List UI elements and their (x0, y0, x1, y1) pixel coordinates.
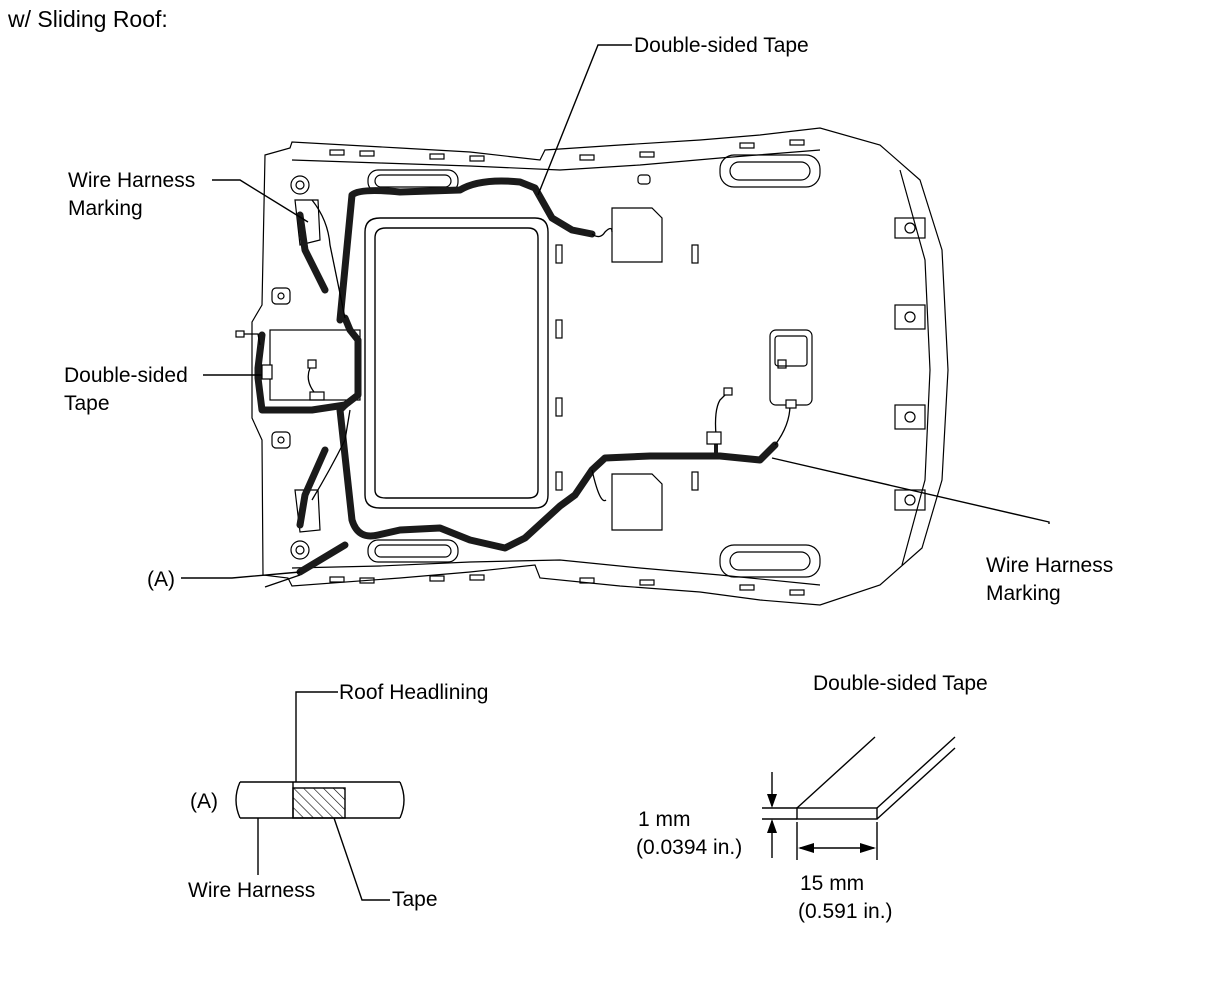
tape-spec-drawing (762, 736, 956, 860)
wire-harness (254, 177, 779, 576)
callout-wire-harness-marking-left: Wire Harness (68, 169, 195, 192)
callout-marker-a: (A) (147, 568, 175, 591)
sunroof-control-box (235, 329, 361, 401)
tape-spec-arrowheads (767, 794, 876, 853)
detail-a-cross-section (235, 691, 405, 901)
callout-double-sided-tape-top: Double-sided Tape (634, 34, 809, 57)
sunroof-opening (364, 217, 549, 509)
tape-spec-width-in: (0.591 in.) (798, 900, 893, 923)
tape-spec-title: Double-sided Tape (813, 672, 988, 695)
diagram-title: w/ Sliding Roof: (7, 6, 168, 32)
callout-wire-harness-marking-left-2: Marking (68, 197, 143, 220)
detail-a-tape: Tape (392, 888, 438, 911)
callout-double-sided-tape-left: Double-sided (64, 364, 188, 387)
callout-wire-harness-marking-right-2: Marking (986, 582, 1061, 605)
interior-lamp-pads (555, 207, 813, 531)
harness-connectors (261, 364, 797, 445)
detail-a-roof-headlining: Roof Headlining (339, 681, 488, 704)
headliner-outline (251, 127, 949, 606)
callout-wire-harness-marking-right: Wire Harness (986, 554, 1113, 577)
detail-a-marker: (A) (190, 790, 218, 813)
rear-clips (894, 217, 926, 511)
tape-spec-width-mm: 15 mm (800, 872, 864, 895)
tape-spec-thickness-mm: 1 mm (638, 808, 691, 831)
callout-double-sided-tape-left-2: Tape (64, 392, 110, 415)
leader-lines (181, 44, 1050, 588)
detail-a-wire-harness: Wire Harness (188, 879, 315, 902)
branch-wires (244, 199, 791, 502)
tape-spec-thickness-in: (0.0394 in.) (636, 836, 742, 859)
